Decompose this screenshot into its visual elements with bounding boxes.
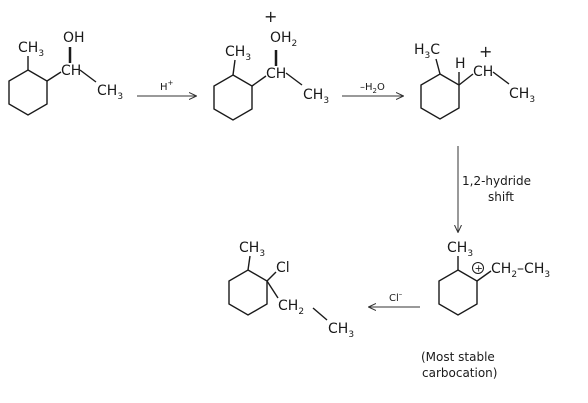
- methyl-group: CH3: [447, 240, 473, 259]
- ch-label: CH: [473, 64, 493, 80]
- terminal-methyl: CH3: [303, 87, 329, 106]
- bond: [46, 71, 62, 82]
- methyl-group: CH3: [225, 44, 251, 63]
- cyclohexane-ring: [228, 269, 268, 316]
- cyclohexane-ring: [420, 73, 460, 120]
- ch-label: CH: [266, 66, 286, 82]
- oxonium-group: OH2: [270, 30, 297, 49]
- oxonium-molecule: CH3 CH OH2 + CH3: [213, 7, 329, 121]
- most-stable-note-line2: carbocation): [422, 366, 497, 380]
- terminal-methyl: CH3: [509, 86, 535, 105]
- cyclohexane-ring: [8, 69, 48, 116]
- product-molecule: CH3 Cl CH2 CH3: [228, 240, 354, 340]
- bond: [476, 270, 492, 282]
- tertiary-carbocation-molecule: CH3 + CH2–CH3 (Most stable carbocation): [421, 240, 550, 380]
- terminal-methyl: CH3: [97, 83, 123, 102]
- bond: [251, 75, 267, 87]
- bond: [266, 280, 279, 299]
- bond: [266, 271, 277, 282]
- methyl-group: CH3: [18, 40, 44, 59]
- ethyl-group: CH2–CH3: [491, 261, 550, 280]
- positive-charge: +: [475, 264, 483, 275]
- reagent-hydride-shift-line1: 1,2-hydride: [462, 174, 531, 188]
- reagent-minus-water: –H2O: [360, 82, 385, 95]
- bond: [285, 72, 303, 86]
- cyclohexane-ring: [438, 269, 478, 316]
- reagent-chloride: Cl–: [389, 290, 403, 304]
- bond: [435, 58, 441, 75]
- ring-hydrogen: H: [455, 56, 466, 72]
- methyl-group: H3C: [414, 42, 440, 61]
- positive-charge: +: [479, 42, 492, 61]
- most-stable-note-line1: (Most stable: [421, 350, 495, 364]
- positive-charge: +: [264, 7, 277, 26]
- methyl-group: CH3: [239, 240, 265, 259]
- chlorine-atom: Cl: [276, 260, 290, 276]
- charge-circle: [472, 262, 484, 274]
- reagent-h-plus: H+: [160, 79, 174, 93]
- cyclohexane-ring: [213, 74, 253, 121]
- alcohol-molecule: CH3 CH OH CH3: [8, 30, 123, 116]
- ch-label: CH: [61, 63, 81, 79]
- bond: [458, 73, 474, 86]
- bond: [79, 69, 97, 83]
- secondary-carbocation-molecule: H3C H CH + CH3: [414, 42, 535, 120]
- terminal-methyl: CH3: [328, 321, 354, 340]
- bond: [247, 255, 251, 271]
- hydroxyl-group: OH: [63, 30, 85, 46]
- bond: [312, 307, 328, 321]
- methylene-group: CH2: [278, 298, 304, 317]
- reagent-hydride-shift-line2: shift: [488, 190, 514, 204]
- bond: [492, 71, 510, 85]
- bond: [232, 59, 236, 76]
